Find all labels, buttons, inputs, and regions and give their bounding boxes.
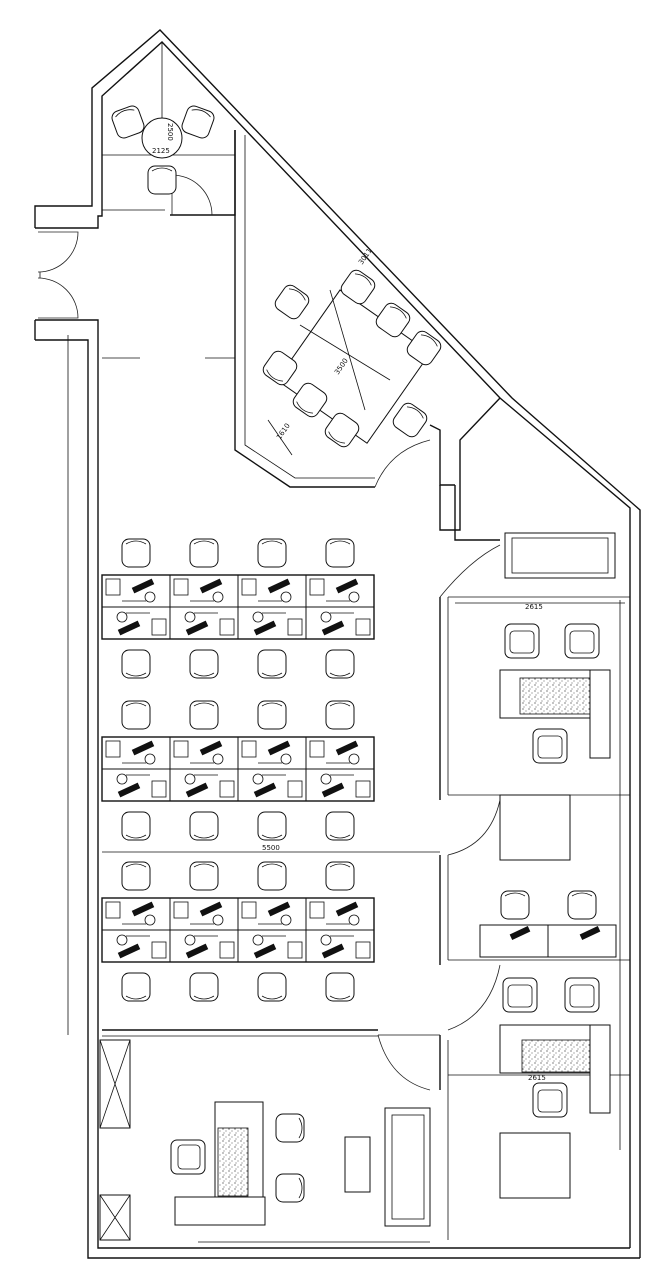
outer-walls: [34, 29, 641, 1259]
workstation-clusters: [101, 538, 375, 1002]
workstation-chair: [325, 700, 355, 730]
workstation-chair: [189, 700, 219, 730]
workstation-chair: [121, 538, 151, 568]
workstation-desk: [169, 768, 239, 802]
workstation-desk: [305, 574, 375, 608]
workstation-desk: [101, 606, 171, 640]
lounge-chair: [147, 165, 177, 195]
workstation-desk: [305, 897, 375, 931]
lounge-room: 2125 2500: [102, 42, 236, 216]
workstation-chair: [257, 700, 287, 730]
workstation-chair: [257, 811, 287, 841]
workstation-desk: [169, 929, 239, 963]
workstation-chair: [121, 861, 151, 891]
workstation-desk: [305, 929, 375, 963]
workstation-desk: [169, 736, 239, 770]
workstation-desk: [101, 574, 171, 608]
director-office: [99, 1039, 431, 1243]
workstation-desk: [237, 897, 307, 931]
workstation-chair: [189, 972, 219, 1002]
workstation-chair: [121, 649, 151, 679]
dim-office2-width: 2615: [528, 1074, 546, 1082]
open-workstations: 5500: [102, 844, 440, 1037]
workstation-chair: [189, 811, 219, 841]
workstation-desk: [305, 768, 375, 802]
workstation-chair: [121, 811, 151, 841]
meeting-room: 3500 3011 1610: [234, 130, 455, 488]
workstation-chair: [257, 972, 287, 1002]
workstation-cluster-frame: [101, 574, 375, 640]
workstation-desk: [237, 736, 307, 770]
director-guest-chair: [275, 1173, 305, 1203]
workstation-chair: [325, 861, 355, 891]
workstation-desk: [101, 768, 171, 802]
workstation-chair: [121, 972, 151, 1002]
workstation-desk: [169, 574, 239, 608]
sofa: [504, 532, 616, 579]
workstation-chair: [189, 649, 219, 679]
director-guest-chair: [275, 1113, 305, 1143]
workstation-chair: [189, 861, 219, 891]
workstation-desk: [305, 736, 375, 770]
meeting-chair: [272, 282, 312, 322]
workstation-cluster-frame: [101, 736, 375, 802]
workstation-chair: [257, 861, 287, 891]
office2-chair: [500, 890, 530, 920]
workstation-chair: [121, 700, 151, 730]
office1-cabinet: [499, 794, 571, 861]
workstation-chair: [325, 538, 355, 568]
lounge-chair: [179, 103, 217, 141]
dim-office1-width: 2615: [525, 603, 543, 611]
office2-cabinet: [499, 1132, 571, 1199]
director-chair: [170, 1139, 206, 1175]
workstation-chair: [257, 649, 287, 679]
dim-lounge-table: 2125: [152, 147, 170, 155]
workstation-chair: [257, 538, 287, 568]
lounge-chair: [109, 103, 147, 141]
workstation-desk: [101, 897, 171, 931]
dim-open-area-width: 5500: [262, 844, 280, 852]
workstation-desk: [237, 768, 307, 802]
coffee-table: [344, 1136, 371, 1193]
workstation-desk: [237, 606, 307, 640]
office2-guest-chair: [502, 977, 538, 1013]
workstation-desk: [101, 929, 171, 963]
lounge-table: [141, 117, 183, 159]
workstation-chair: [325, 972, 355, 1002]
office1-guest-chair: [564, 623, 600, 659]
office2-desk-chair: [532, 1082, 568, 1118]
workstation-desk: [101, 736, 171, 770]
entry-door: [37, 231, 79, 319]
workstation-chair: [189, 538, 219, 568]
dim-meeting-side: 1610: [275, 422, 292, 441]
office-1: 2615: [455, 602, 625, 861]
workstation-desk: [237, 574, 307, 608]
office2-guest-chair: [564, 977, 600, 1013]
office-2: 2615: [479, 890, 617, 1199]
director-sofa: [384, 1107, 431, 1227]
meeting-chair: [390, 400, 430, 440]
workstation-desk: [169, 897, 239, 931]
workstation-chair: [325, 649, 355, 679]
right-partitions: [377, 397, 630, 1240]
workstation-cluster-frame: [101, 897, 375, 963]
dim-lounge-table-small: 2500: [166, 123, 174, 141]
office2-chair: [567, 890, 597, 920]
workstation-chair: [325, 811, 355, 841]
workstation-desk: [169, 606, 239, 640]
office1-desk-chair: [532, 728, 568, 764]
workstation-desk: [237, 929, 307, 963]
workstation-desk: [305, 606, 375, 640]
office1-guest-chair: [504, 623, 540, 659]
